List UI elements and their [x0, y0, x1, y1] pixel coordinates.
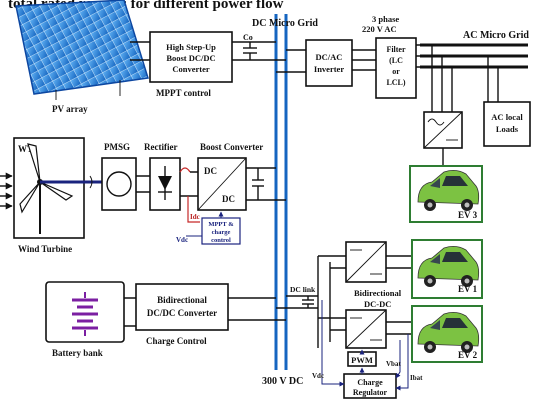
charge-control-label: Charge Control — [146, 336, 207, 346]
ev3-label: EV 3 — [458, 210, 478, 220]
boost-capacitor-icon — [252, 168, 264, 200]
ac-loads-line2: Loads — [496, 124, 519, 134]
ev2-car-image — [411, 305, 483, 363]
ev2-label: EV 2 — [458, 350, 478, 360]
wind-turbine-label: Wind Turbine — [18, 244, 72, 254]
pv-array — [15, 0, 149, 100]
mppt-control-label: MPPT control — [156, 88, 211, 98]
battery-icon — [72, 292, 98, 336]
dcdc-lower-block — [345, 309, 387, 349]
dclink-capacitor-icon — [302, 296, 314, 308]
mppt-charge-line2: charge — [212, 229, 231, 236]
mppt-charge-line3: control — [211, 237, 231, 244]
red-inductor-coil — [179, 167, 191, 173]
battery-bank-block — [45, 281, 125, 343]
boost-dcdc-line2: Boost DC/DC — [166, 53, 215, 63]
filter-to-ac-bus-wires — [416, 44, 420, 68]
bus-voltage-label: 300 V DC — [262, 376, 303, 387]
voltage-ac-label: 220 V AC — [362, 24, 397, 34]
ev3-car-image — [409, 165, 483, 223]
ac-loads-block — [483, 101, 531, 147]
ac-micro-grid-label: AC Micro Grid — [463, 30, 529, 41]
bidir-dcdc-line1: Bidirectional — [354, 288, 402, 298]
inverter-line1: DC/AC — [316, 52, 343, 62]
bidirectional-dcdc-converter-block — [135, 283, 229, 331]
inverter-to-filter-wires — [352, 49, 376, 71]
dcdc-to-ev2-wires — [386, 321, 412, 335]
ibat-label: Ibat — [410, 374, 423, 382]
vdc2-label: Vdc — [312, 372, 324, 380]
pmsg-to-rectifier-wires — [136, 175, 150, 193]
ev-branch-bus-wires — [317, 256, 331, 348]
three-phase-label: 3 phase — [372, 14, 399, 24]
diode-icon — [158, 166, 172, 200]
bidir-dcdc-line2: DC-DC — [364, 299, 391, 309]
bidir-converter-line2: DC/DC Converter — [147, 308, 217, 318]
vdc-sense-line — [321, 300, 345, 387]
mppt-charge-line1: MPPT & — [208, 221, 234, 228]
inverter-line2: Inverter — [314, 64, 344, 74]
filter-line4: LCL) — [386, 78, 405, 87]
pv-array-label: PV array — [52, 104, 88, 114]
rectifier-label: Rectifier — [144, 142, 177, 152]
battery-bank-label: Battery bank — [52, 348, 103, 358]
vdc-label: Vdc — [176, 236, 188, 244]
dc-link-label: DC link — [290, 285, 316, 294]
dcdc-to-ev1-wires — [386, 255, 412, 269]
regulator-line1: Charge — [357, 378, 383, 387]
dcdc-upper-block — [345, 241, 387, 283]
ev1-car-image — [411, 239, 483, 299]
idc-sense-wire — [187, 196, 200, 223]
filter-line1: Filter — [386, 45, 406, 54]
to-dcdc-upper-wires — [318, 255, 346, 269]
boost-dc-in-label: DC — [204, 166, 217, 176]
filter-line2: (LC — [389, 56, 403, 65]
ac-bus-to-charger-wires — [431, 45, 453, 112]
boost-to-bus-wires — [246, 167, 286, 201]
vbat-label: Vbat — [386, 360, 401, 368]
wt-label: WT — [18, 144, 33, 154]
to-dcdc-lower-wires — [318, 317, 346, 331]
turbine-blades-icon — [19, 143, 74, 234]
rectifier-to-boost-wires — [180, 171, 198, 197]
ev1-label: EV 1 — [458, 284, 478, 294]
dcac-inverter-block — [305, 39, 353, 87]
vbat-sense-line — [395, 340, 401, 379]
converter-to-bus-wires — [228, 297, 286, 321]
pwm-label: PWM — [351, 355, 373, 365]
bidir-converter-line1: Bidirectional — [157, 295, 207, 305]
ac-loads-line1: AC local — [491, 112, 523, 122]
boost-dc-out-label: DC — [222, 194, 235, 204]
boost-dcdc-line3: Converter — [172, 64, 210, 74]
ibat-sense-line — [395, 334, 409, 391]
boost-converter-label: Boost Converter — [200, 142, 263, 152]
dc-micro-grid-label: DC Micro Grid — [252, 18, 318, 29]
battery-to-converter-wires — [124, 297, 136, 327]
co-label: Co — [243, 33, 253, 42]
regulator-line2: Regulator — [353, 388, 388, 397]
filter-block — [375, 37, 417, 99]
ev3-charger-block — [423, 111, 463, 149]
boost-dcdc-line1: High Step-Up — [166, 42, 216, 52]
pmsg-label: PMSG — [104, 142, 130, 152]
filter-line3: or — [392, 67, 400, 76]
pmsg-generator-icon — [106, 171, 132, 197]
idc-label: Idc — [190, 213, 200, 221]
wind-arrows — [0, 172, 13, 210]
boost-dcdc-block — [149, 31, 233, 83]
shaft-rotation-icon — [89, 175, 93, 189]
